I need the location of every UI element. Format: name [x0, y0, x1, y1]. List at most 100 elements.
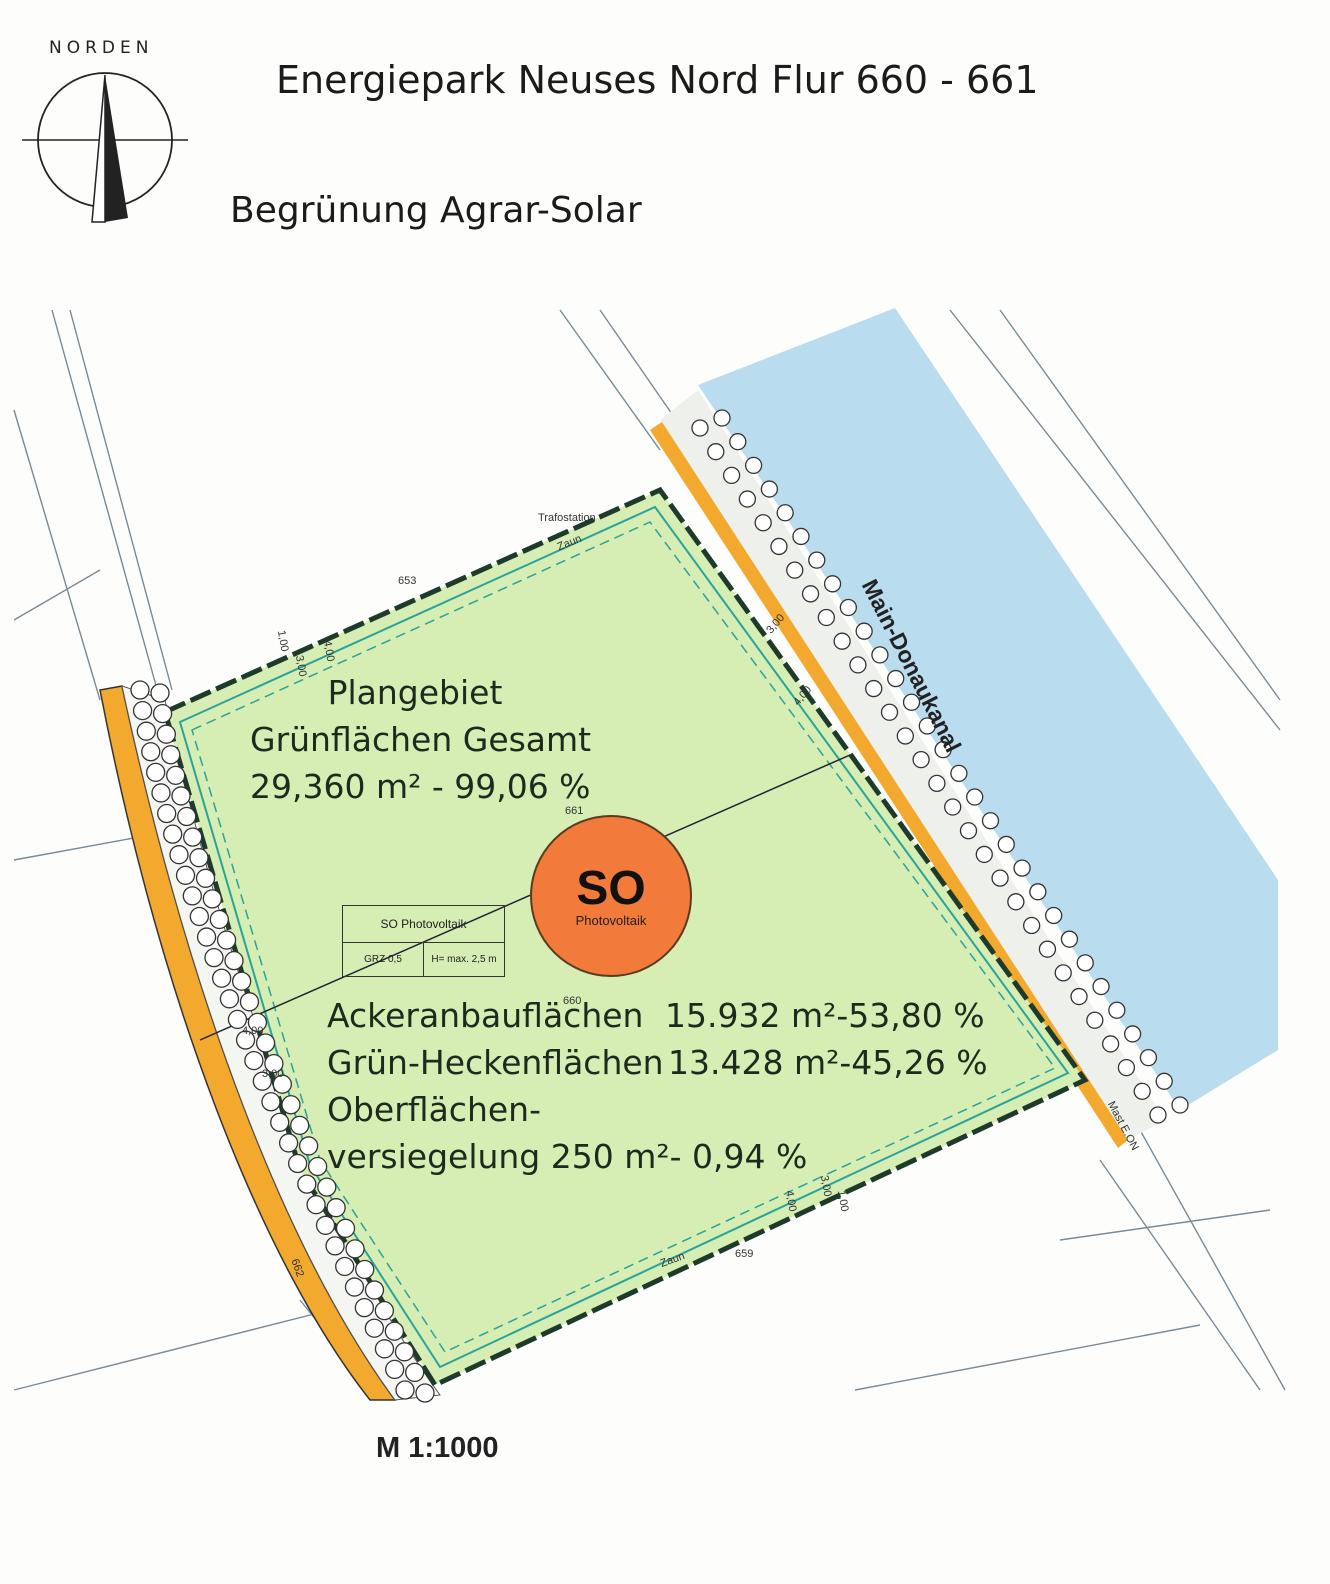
- tree-symbol: [817, 608, 835, 627]
- tree-symbol: [1092, 977, 1110, 996]
- tree-symbol: [1108, 1001, 1126, 1019]
- tree-symbol: [1029, 883, 1047, 901]
- sealing-line-1: Oberflächen-: [327, 1090, 541, 1129]
- trafo-label: Trafostation: [538, 512, 596, 524]
- tree-symbol: [374, 1339, 395, 1359]
- tree-symbol: [354, 1297, 375, 1318]
- tree-symbol: [1013, 859, 1031, 877]
- tree-symbol: [801, 585, 820, 603]
- tree-symbol: [255, 1033, 276, 1053]
- north-label: NORDEN: [49, 38, 154, 58]
- trees-east: [691, 409, 1189, 1124]
- tree-symbol: [770, 537, 788, 556]
- tree-symbol: [1007, 893, 1025, 911]
- tree-symbol: [1086, 1011, 1104, 1029]
- north-arrow-icon: [22, 72, 188, 223]
- tree-symbol: [364, 1280, 385, 1300]
- tree-symbol: [839, 598, 857, 617]
- tree-symbol: [896, 727, 914, 745]
- tree-symbol: [281, 1095, 301, 1115]
- tree-symbol: [152, 703, 173, 724]
- tree-symbol: [1023, 916, 1041, 935]
- tree-symbol: [887, 669, 905, 688]
- tree-symbol: [691, 419, 709, 437]
- tree-symbol: [833, 632, 851, 650]
- tree-symbol: [224, 950, 244, 971]
- tree-symbol: [871, 646, 889, 664]
- tree-symbol: [1070, 987, 1088, 1006]
- parcel-653: 653: [398, 575, 417, 587]
- tree-symbol: [166, 765, 186, 786]
- tree-symbol: [880, 703, 899, 721]
- tree-symbol: [298, 1136, 319, 1156]
- tree-symbol: [183, 827, 203, 847]
- tree-symbol: [239, 992, 260, 1012]
- tree-symbol: [944, 798, 962, 816]
- tree-symbol: [738, 490, 757, 508]
- tree-symbol: [415, 1383, 435, 1403]
- area-title-2: Grünflächen Gesamt: [250, 720, 592, 759]
- tree-symbol: [252, 1071, 272, 1091]
- tree-symbol: [786, 561, 804, 579]
- tree-symbol: [202, 889, 222, 909]
- tree-symbol: [270, 1112, 290, 1133]
- tree-symbol: [161, 745, 181, 765]
- tree-symbol: [1139, 1048, 1158, 1067]
- tree-symbol: [395, 1380, 415, 1400]
- tree-symbol: [713, 409, 731, 427]
- tree-symbol: [278, 1133, 299, 1153]
- tree-symbol: [325, 1236, 345, 1256]
- tree-symbol: [235, 1030, 256, 1050]
- tree-symbol: [272, 1074, 292, 1094]
- tree-symbol: [315, 1215, 336, 1235]
- tree-symbol: [211, 968, 232, 988]
- sealing-line-2: versiegelung 250 m²- 0,94 %: [327, 1137, 808, 1176]
- tree-symbol: [364, 1318, 385, 1338]
- so-photovoltaik-badge: SO Photovoltaik: [530, 815, 692, 977]
- tree-symbol: [722, 466, 741, 485]
- tree-symbol: [1117, 1058, 1136, 1077]
- tree-symbol: [1171, 1096, 1189, 1114]
- stat-hecken-value: 13.428 m²-45,26 %: [668, 1043, 988, 1082]
- tree-symbol: [707, 443, 725, 461]
- tree-symbol: [146, 762, 166, 783]
- tree-symbol: [307, 1156, 328, 1177]
- internal-parcel-line: [199, 754, 851, 1041]
- parcel-659: 659: [735, 1248, 754, 1260]
- tree-symbol: [865, 679, 883, 698]
- tree-symbol: [385, 1359, 405, 1380]
- so-table-height: H= max. 2,5 m: [423, 943, 504, 977]
- so-label: Photovoltaik: [575, 913, 647, 928]
- tree-symbol: [1038, 940, 1057, 958]
- area-title-1: Plangebiet: [327, 673, 503, 712]
- canal-area: [698, 308, 1278, 1110]
- tree-symbol: [405, 1362, 425, 1383]
- tree-symbol: [247, 1012, 268, 1033]
- tree-symbol: [196, 927, 217, 947]
- tree-symbol: [1101, 1035, 1120, 1053]
- page-title: Energiepark Neuses Nord Flur 660 - 661: [276, 58, 1039, 102]
- tree-symbol: [244, 1050, 264, 1071]
- tree-symbol: [130, 680, 150, 700]
- tree-symbol: [182, 886, 202, 906]
- tree-symbol: [1054, 964, 1072, 982]
- tree-symbol: [384, 1321, 405, 1341]
- tree-symbol: [1155, 1072, 1173, 1090]
- tree-symbol: [209, 909, 229, 930]
- tree-symbol: [1133, 1082, 1151, 1100]
- tree-symbol: [997, 835, 1015, 854]
- tree-symbol: [855, 622, 873, 640]
- tree-symbol: [950, 764, 968, 782]
- so-abbr: SO: [576, 862, 646, 915]
- tree-symbol: [849, 656, 867, 674]
- tree-symbol: [355, 1259, 375, 1280]
- tree-symbol: [902, 693, 921, 711]
- tree-symbol: [792, 527, 810, 546]
- area-total: 29,360 m² - 99,06 %: [250, 767, 591, 806]
- tree-symbol: [754, 514, 772, 532]
- dim-300-west: 3,00: [262, 1068, 284, 1080]
- tree-symbol: [264, 1053, 284, 1074]
- tree-symbol: [136, 721, 156, 741]
- tree-symbol: [177, 806, 197, 827]
